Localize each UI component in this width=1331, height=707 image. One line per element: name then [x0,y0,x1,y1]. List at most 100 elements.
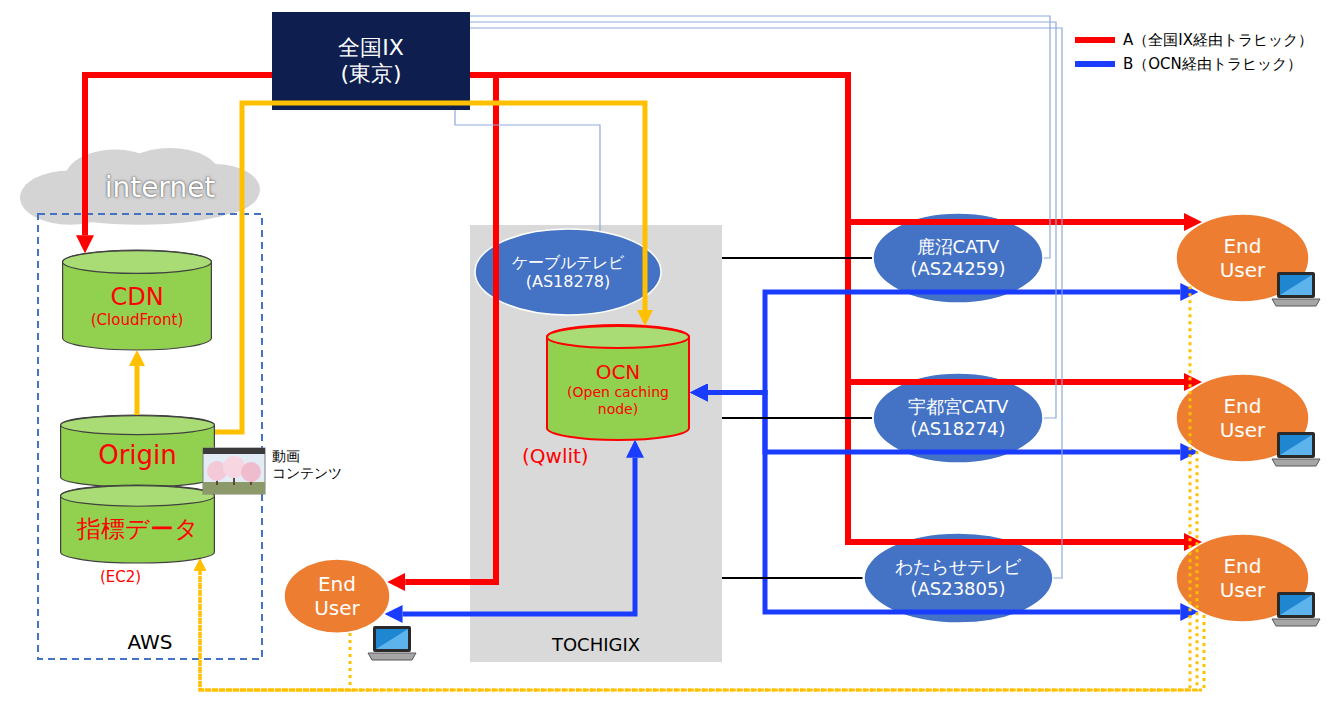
node-label: AWS [127,630,172,654]
node-label: 指標データ [77,515,199,544]
end-user-ellipse: End User [1175,213,1310,303]
link-line [722,257,872,259]
legend-text: A（全国IX経由トラヒック） [1123,31,1313,49]
cylinder-body [61,485,215,563]
cdn-cylinder: CDN(CloudFront) [62,250,212,350]
node-label: わたらせテレビ (AS23805) [895,556,1021,599]
node-label: (CloudFront) [91,311,184,329]
tree-trunk [233,474,235,485]
traffic-arrow [470,75,1184,222]
link-line [470,22,1056,418]
instance-label: (EC2) [100,568,141,586]
cylinder-top [63,251,212,274]
photo-strip [203,448,265,454]
link-line [470,16,1050,258]
link-line [455,110,600,231]
ellipse-shape [284,559,390,633]
cylinder-body [63,250,212,350]
content-caption: 動画 コンテンツ [272,448,342,482]
traffic-arrow [470,75,1184,542]
link-line [470,28,1062,578]
node-label: (Open caching node) [558,384,678,418]
legend-swatch [1075,61,1115,67]
cylinder-body [547,325,689,440]
legend-swatch [1075,37,1115,43]
node-label: End User [1220,394,1266,442]
cylinder-top [61,486,215,507]
photo-ground [203,482,265,494]
region-border [38,214,262,659]
ellipse-shape [1176,374,1309,462]
traffic-arrow [708,393,1180,613]
link-line [722,417,872,419]
node-label: ケーブルテレビ (AS18278) [512,253,624,291]
photo-frame [203,448,265,494]
laptop-icon [1272,432,1320,466]
link-line [722,577,863,579]
ellipse-shape [1176,534,1309,622]
legend-row: A（全国IX経由トラヒック） [1075,31,1313,49]
traffic-arrow [85,75,272,235]
video-thumbnail [203,448,265,494]
cherry-tree [241,462,261,482]
laptop-icon [1272,592,1320,626]
traffic-arrow [708,393,1180,453]
cherry-tree [223,456,245,478]
traffic-arrow [200,571,1204,690]
laptop-icon [1272,272,1320,306]
laptop-icon [368,626,416,660]
traffic-arrow [215,103,645,432]
end-user-ellipse: End User [283,558,391,634]
ellipse-shape [873,373,1043,463]
isp-ellipse: ケーブルテレビ (AS18278) [474,228,662,316]
ellipse-shape [475,229,661,315]
node-label: End User [314,572,360,620]
traffic-arrow [135,366,140,415]
cylinder-top [547,326,689,348]
legend-text: B（OCN経由トラヒック） [1123,55,1302,73]
tree-trunk [216,476,218,485]
node-label: End User [1220,554,1266,602]
isp-ellipse: 宇都宮CATV (AS18274) [872,372,1044,464]
ellipse-shape [864,533,1053,623]
node-label: 全国IX (東京) [338,35,404,88]
exchange-box: 全国IX (東京) [272,12,470,110]
ellipse-shape [1176,214,1309,302]
node-label: 鹿沼CATV (AS24259) [910,236,1005,279]
isp-ellipse: わたらせテレビ (AS23805) [863,532,1054,624]
cylinder-top [61,416,215,435]
node-label: Origin [98,440,177,471]
internet-cloud: internet [15,148,265,228]
traffic-arrow [200,571,350,690]
traffic-arrow [708,292,1180,393]
cache-cylinder: OCN(Open caching node) [546,325,690,440]
node-label: OCN [596,360,641,384]
cherry-tree [207,461,227,481]
ellipse-shape [873,213,1043,303]
aws-region: AWS CDN(CloudFront) Origin 指標データ [37,213,263,660]
traffic-arrow [403,458,635,614]
metrics-cylinder: 指標データ [60,485,215,563]
node-label: End User [1220,234,1266,282]
traffic-arrow [200,286,1190,690]
node-label: TOCHIGIX [552,634,640,656]
node-label: internet [105,171,216,205]
isp-ellipse: 鹿沼CATV (AS24259) [872,212,1044,304]
traffic-arrow [200,451,1197,690]
tree-trunk [250,476,252,485]
cylinder-body [61,415,215,487]
traffic-arrow [405,75,496,582]
node-label: 宇都宮CATV (AS18274) [908,396,1009,439]
end-user-ellipse: End User [1175,533,1310,623]
legend-row: B（OCN経由トラヒック） [1075,55,1302,73]
end-user-ellipse: End User [1175,373,1310,463]
origin-cylinder: Origin [60,415,215,487]
ix-panel: TOCHIGIX ケーブルテレビ (AS18278) OCN(Open cachin… [470,225,722,662]
node-label: CDN [110,283,163,312]
product-label: (Qwlit) [522,444,589,468]
traffic-arrow [470,75,1184,382]
